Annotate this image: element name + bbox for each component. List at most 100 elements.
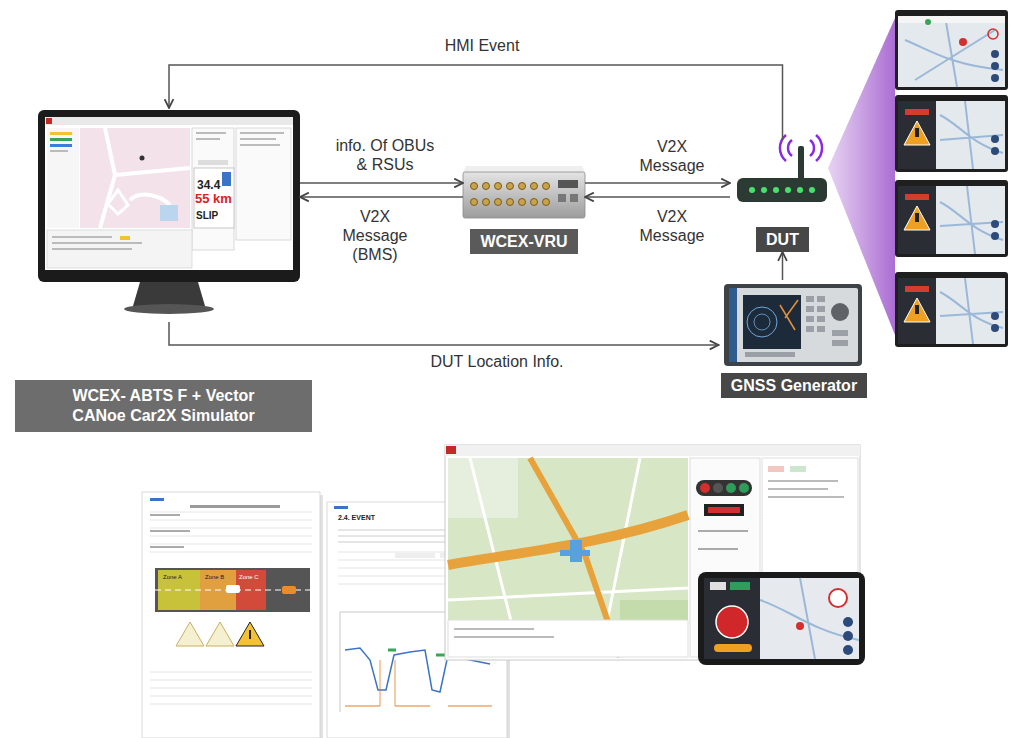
caption-box: WCEX- ABTS F + Vector CANoe Car2X Simula… <box>15 380 312 432</box>
connector-arrow <box>585 196 730 198</box>
hmi-screenshot-part <box>940 278 1003 344</box>
test-report-page-part <box>249 630 251 639</box>
vru-device-illustration-part <box>558 194 566 202</box>
tablet-hmi-part <box>698 572 865 665</box>
hmi-screenshot-part <box>898 278 1005 344</box>
monitor-illustration-part <box>80 128 190 228</box>
simulator-screenshot-part <box>445 445 860 456</box>
hmi-screenshot-part <box>898 278 936 344</box>
connector-label: info. Of OBUs & RSUs <box>328 136 442 174</box>
gnss-instrument-illustration <box>724 284 862 366</box>
connector-arrow <box>300 196 463 198</box>
hmi-screenshot-part <box>915 128 919 137</box>
connector-arrow <box>169 65 783 140</box>
simulator-screenshot-part <box>454 636 554 638</box>
gnss-instrument-illustration-part <box>780 300 798 330</box>
router-illustration-part <box>773 187 779 193</box>
hmi-screenshot-part <box>898 16 1005 23</box>
vru-device-illustration-part <box>543 183 550 190</box>
hmi-screenshot-part <box>991 147 999 155</box>
device-node: WCEX- ABTS F + Vector CANoe Car2X Simula… <box>38 108 300 322</box>
tablet-hmi-part <box>760 578 859 659</box>
hmi-screenshot-part <box>898 186 936 254</box>
gnss-instrument-illustration-part <box>745 352 795 357</box>
monitor-illustration-part <box>46 118 52 124</box>
simulator-screenshot-part <box>454 628 534 630</box>
hmi-screenshot-part <box>991 312 999 320</box>
test-report-page-part <box>380 660 395 706</box>
monitor-illustration-part <box>240 144 280 146</box>
tablet-hmi-part <box>843 617 853 627</box>
tablet-hmi-part <box>714 644 752 652</box>
vru-device-illustration-part <box>463 172 585 218</box>
tablet-hmi-part <box>843 631 853 641</box>
device-label: WCEX-VRU <box>470 229 577 254</box>
router-illustration-part <box>761 187 767 193</box>
monitor-illustration-part <box>52 248 132 250</box>
simulator-screenshot-part <box>726 483 736 493</box>
hmi-screenshot-part <box>991 74 999 82</box>
monitor-illustration-part <box>160 205 178 221</box>
hmi-screenshot-part <box>898 186 1005 254</box>
gnss-instrument-illustration-part <box>729 288 858 362</box>
hmi-screenshot-part <box>895 180 1008 257</box>
hmi-screenshot-part <box>898 16 1005 87</box>
test-report-page-part <box>334 506 348 509</box>
test-report-page-part <box>345 705 492 706</box>
vru-device-illustration-part <box>519 183 526 190</box>
monitor-illustration-part <box>45 117 293 125</box>
simulator-screenshot-part <box>790 466 806 472</box>
test-report-page-part <box>155 568 310 612</box>
monitor-illustration-part <box>124 304 214 314</box>
connector-arrow <box>782 252 784 280</box>
hmi-screenshot-part <box>991 62 999 70</box>
simulator-screenshot-part <box>698 548 738 550</box>
hmi-screenshot-part <box>895 95 1008 172</box>
simulator-screenshot <box>445 445 860 660</box>
screen-text: Zone C <box>239 574 259 581</box>
gnss-instrument-illustration-part <box>817 306 825 312</box>
gnss-instrument-illustration-part <box>806 296 814 302</box>
monitor-illustration-part <box>240 138 276 140</box>
hmi-screenshot-part <box>905 16 1003 87</box>
test-report-page-part <box>150 530 190 532</box>
tablet-hmi-part <box>843 645 853 655</box>
hmi-screenshot <box>895 95 1008 172</box>
screen-text: Zone B <box>205 574 224 581</box>
gnss-instrument-illustration-part <box>743 295 801 349</box>
test-report-page-part <box>150 672 312 704</box>
screen-text: Zone A <box>163 574 182 581</box>
device-node: GNSS Generator <box>719 280 870 398</box>
hmi-screenshot-part <box>904 121 930 145</box>
hmi-screenshot-part <box>988 29 998 39</box>
hmi-screenshot-part <box>915 305 919 314</box>
tablet-hmi <box>698 572 865 665</box>
hmi-screenshot-part <box>925 19 931 25</box>
monitor-illustration-part <box>140 156 145 161</box>
vru-device-illustration-part <box>558 180 578 188</box>
hmi-screenshot-part <box>895 272 1008 347</box>
hmi-screenshot-part <box>905 286 929 292</box>
monitor-illustration-part <box>198 160 228 165</box>
gnss-instrument-illustration-part <box>806 316 814 322</box>
test-report-page-part <box>190 505 280 508</box>
monitor-illustration-part <box>50 144 72 147</box>
tablet-hmi-part <box>796 622 804 630</box>
simulator-screenshot-part <box>560 550 590 556</box>
monitor-illustration-part <box>50 138 72 141</box>
screen-text: SLIP <box>196 210 218 221</box>
vru-device-illustration-part <box>507 183 514 190</box>
vru-device-illustration-part <box>519 199 526 206</box>
tablet-hmi-part <box>829 589 847 607</box>
monitor-illustration-part <box>133 282 205 306</box>
vru-device-illustration-part <box>570 194 578 202</box>
vru-device-illustration-part <box>471 199 478 206</box>
test-report-page-part <box>206 622 234 646</box>
hmi-screenshot-part <box>991 232 999 240</box>
device-label: DUT <box>756 227 809 252</box>
tablet-hmi-part <box>704 578 760 659</box>
monitor-illustration-part <box>222 172 231 186</box>
simulator-screenshot-part <box>713 483 723 493</box>
router-illustration-part <box>785 187 791 193</box>
hmi-screenshot-part <box>905 109 929 115</box>
